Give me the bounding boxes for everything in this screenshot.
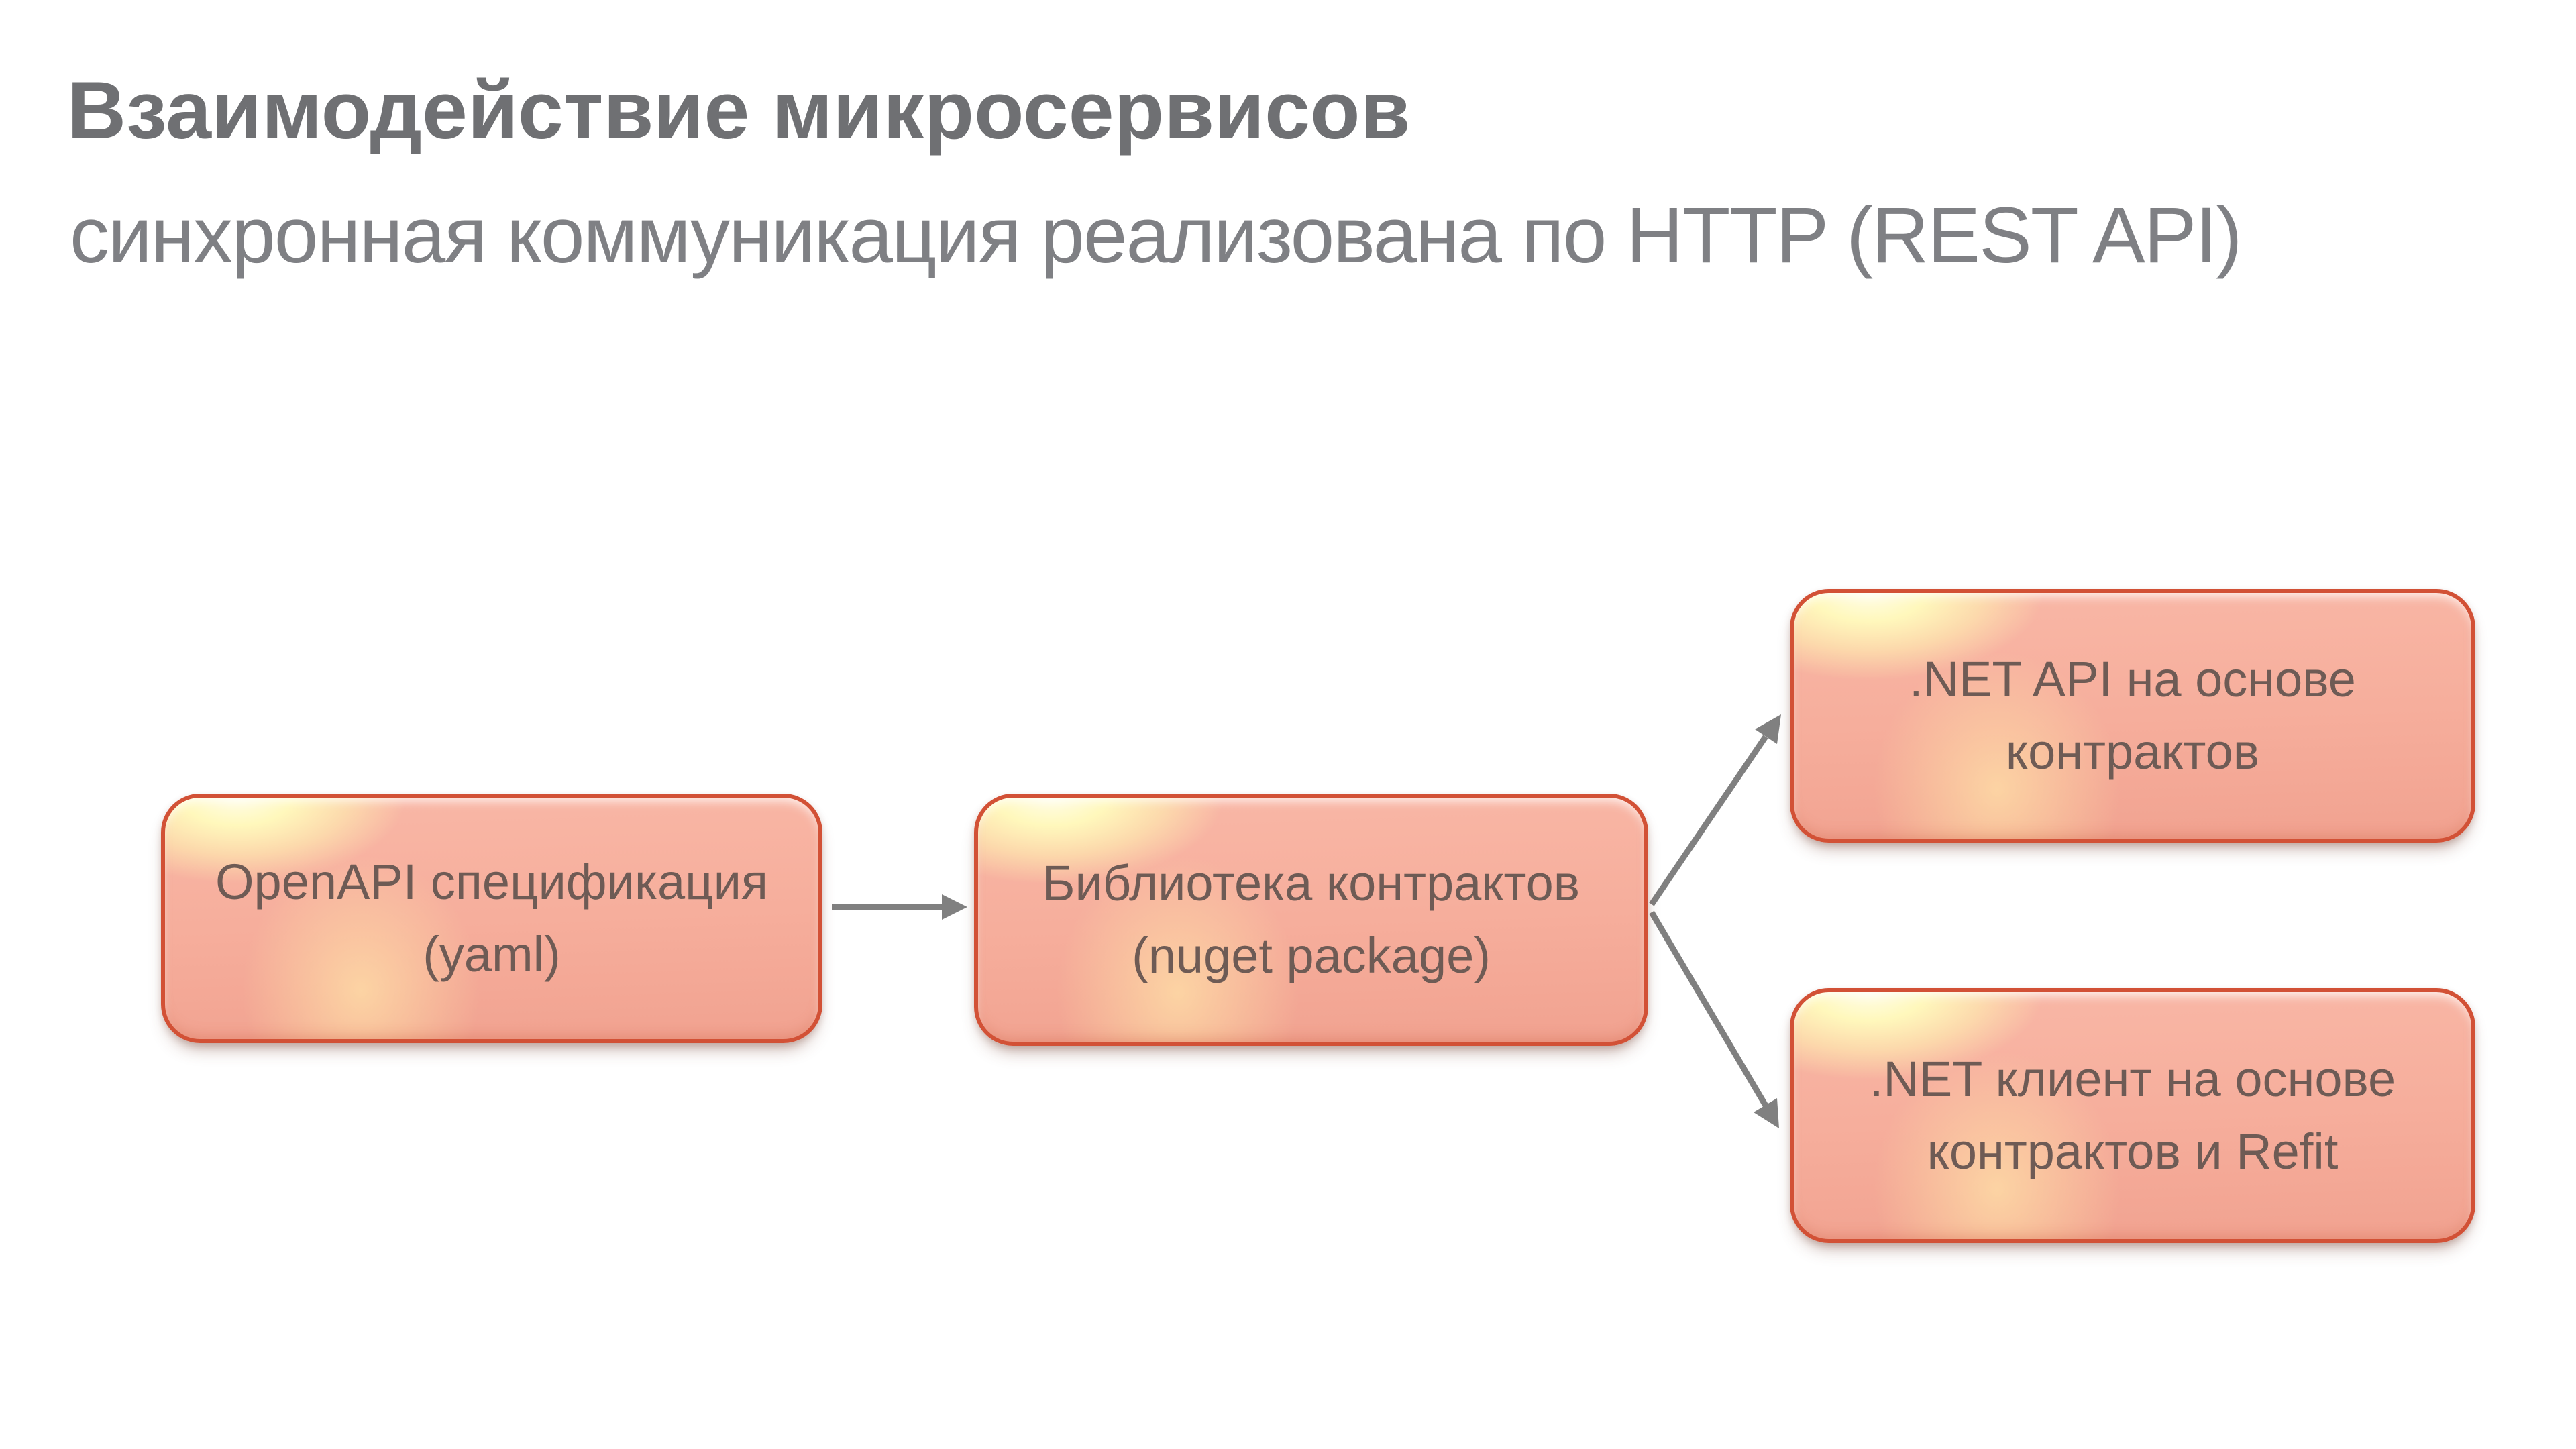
edge-contracts-to-client — [1649, 910, 1779, 1128]
node-dotnet-api-line2: контрактов — [2005, 724, 2260, 780]
node-openapi-spec: OpenAPI спецификация (yaml) — [161, 794, 822, 1043]
slide-title: Взаимодействие микросервисов — [67, 64, 1411, 156]
edge-contracts-to-api — [1649, 714, 1781, 906]
node-contracts-library: Библиотека контрактов (nuget package) — [974, 794, 1648, 1046]
node-dotnet-api-line1: .NET API на основе — [1909, 651, 2356, 707]
node-dotnet-api: .NET API на основе контрактов — [1790, 589, 2475, 843]
edge-openapi-to-contracts — [832, 894, 967, 920]
node-dotnet-client-line1: .NET клиент на основе — [1869, 1051, 2396, 1107]
slide-subtitle: синхронная коммуникация реализована по H… — [70, 191, 2243, 280]
node-openapi-spec-line2: (yaml) — [423, 926, 561, 982]
node-openapi-spec-line1: OpenAPI спецификация — [215, 854, 768, 910]
node-dotnet-client-line2: контрактов и Refit — [1927, 1124, 2339, 1179]
node-dotnet-client: .NET клиент на основе контрактов и Refit — [1790, 988, 2475, 1243]
node-contracts-library-line2: (nuget package) — [1132, 928, 1491, 983]
node-contracts-library-line1: Библиотека контрактов — [1042, 855, 1580, 911]
